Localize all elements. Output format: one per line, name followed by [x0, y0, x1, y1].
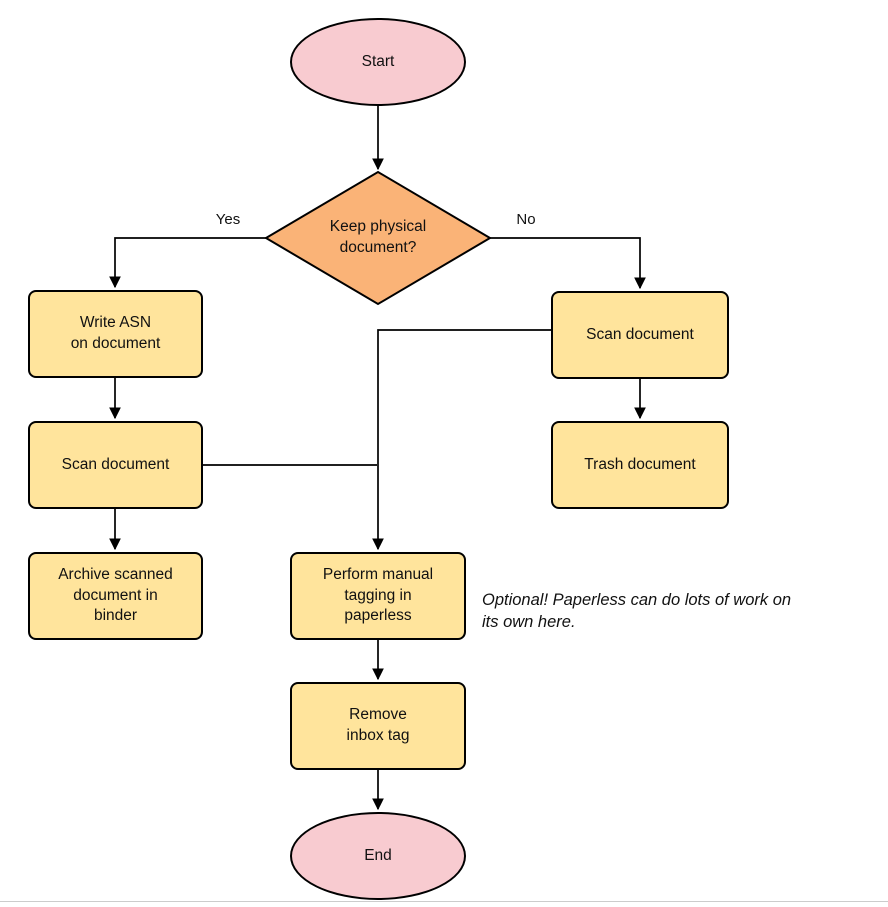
node-scan-document-left: Scan document: [28, 421, 203, 509]
decision-diamond-shape: [264, 170, 492, 306]
node-remove-inbox-tag: Remove inbox tag: [290, 682, 466, 770]
node-start: Start: [290, 18, 466, 106]
node-end: End: [290, 812, 466, 900]
bottom-divider: [0, 901, 888, 902]
edge-scanright-to-tagging: [372, 329, 551, 551]
edge-label-yes: Yes: [215, 211, 241, 228]
edge-label-no: No: [516, 211, 536, 228]
optional-note: Optional! Paperless can do lots of work …: [482, 591, 792, 631]
edge-decision-no: [490, 237, 646, 290]
node-archive-scanned: Archive scanned document in binder: [28, 552, 203, 640]
node-decision-label: Keep physical document?: [329, 218, 427, 256]
node-manual-tagging: Perform manual tagging in paperless: [290, 552, 466, 640]
node-write-asn: Write ASN on document: [28, 290, 203, 378]
edge-decision-yes: [109, 237, 266, 289]
node-scan-document-right: Scan document: [551, 291, 729, 379]
node-trash-document: Trash document: [551, 421, 729, 509]
